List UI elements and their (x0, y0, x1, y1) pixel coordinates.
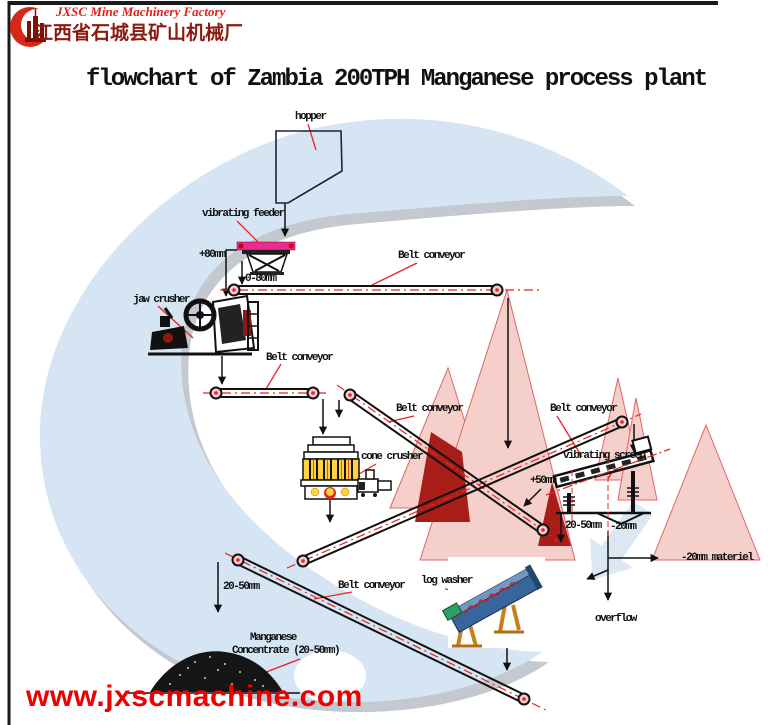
label-cone-crusher: cone crusher (361, 451, 424, 463)
page-title: flowchart of Zambia 200TPH Manganese pro… (86, 66, 708, 93)
belt-conveyor-5 (235, 555, 527, 704)
label-belt-conveyor-3: Belt conveyor (396, 403, 464, 415)
label-overflow: overflow (595, 613, 637, 625)
conveyor-centerlines (203, 289, 642, 712)
cone-crusher-drawing (300, 436, 392, 500)
log-washer-drawing (441, 557, 545, 648)
label-log-washer: log washer (421, 575, 474, 587)
hopper-shape (275, 130, 343, 204)
label-plus-50mm: +50mm (530, 475, 557, 487)
label-plus-80mm: +80mm (199, 249, 226, 261)
conveyor-pulley-dots (214, 288, 624, 701)
label-leader-lines (157, 123, 618, 682)
label-belt-conveyor-1: Belt conveyor (398, 250, 466, 262)
label-0-80mm: 0-80mm (245, 273, 277, 285)
label-vibrating-screen: vibrating screen (563, 450, 646, 462)
belt-conveyor-2 (216, 388, 313, 398)
label-hopper: hopper (295, 111, 327, 123)
label-belt-conveyor-4: Belt conveyor (550, 403, 618, 415)
label-screen-20-50mm: 20-50mm (565, 520, 602, 532)
company-name-english: JXSC Mine Machinery Factory (56, 4, 226, 19)
belt-conveyor-1 (234, 285, 497, 295)
crescent-moon-shape (39, 118, 629, 703)
label-vibrating-feeder: vibrating feeder (202, 208, 285, 220)
label-manganese-line1: Manganese (250, 632, 297, 644)
jaw-crusher-drawing (148, 294, 259, 356)
label-minus-20mm: -20mm (610, 521, 637, 533)
page-border (7, 1, 718, 725)
background-arrow-shape (587, 498, 656, 583)
white-oval (294, 650, 366, 702)
label-belt-conveyor-5: Belt conveyor (338, 580, 406, 592)
label-minus-20mm-materiel: -20mm materiel (681, 552, 754, 564)
website-link[interactable]: www.jxscmachine.com (26, 680, 363, 713)
label-manganese-line2: Concentrate (20-50mm) (232, 645, 341, 657)
vibrating-screen-drawing (545, 435, 671, 540)
jxsc-logo-icon (10, 7, 53, 47)
belt-conveyor-4 (301, 417, 624, 566)
vibrating-feeder-drawing (236, 241, 296, 275)
label-product-20-50mm: 20-50mm (223, 581, 260, 593)
belt-conveyor-3 (347, 390, 546, 535)
label-belt-conveyor-2: Belt conveyor (266, 352, 334, 364)
company-name-chinese: 江西省石城县矿山机械厂 (34, 22, 244, 44)
concentrate-pile (128, 651, 300, 694)
label-jaw-crusher: jaw crusher (133, 294, 191, 306)
conveyor-bodies (216, 285, 624, 704)
flow-arrows (213, 203, 659, 671)
